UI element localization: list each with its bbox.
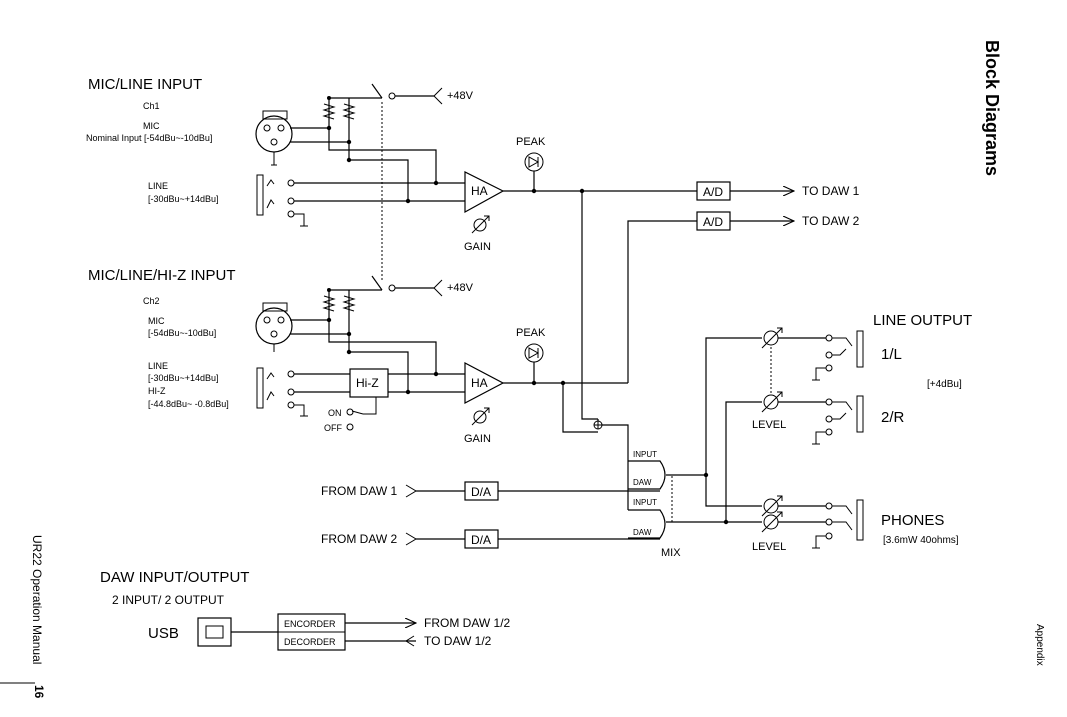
daw-io-section: DAW INPUT/OUTPUT 2 INPUT/ 2 OUTPUT USB E…: [100, 569, 511, 651]
ch1-gain-label: GAIN: [464, 241, 491, 253]
ch1-ha-amp: [464, 171, 505, 214]
ch1-phantom-label: +48V: [447, 90, 474, 102]
mix-input2-label: INPUT: [633, 498, 657, 507]
ch2-peak-led-icon: [524, 343, 544, 363]
ch1-mic-label: MIC: [143, 121, 160, 131]
phones-jack-icon: [812, 499, 864, 549]
ch1-line-range: [-30dBu~+14dBu]: [148, 194, 219, 204]
ch1-line-label: LINE: [148, 181, 168, 191]
ch2-line-jack-icon: [256, 367, 295, 409]
from-daw-label: FROM DAW 1/2: [424, 616, 511, 630]
mix-daw2-label: DAW: [633, 528, 652, 537]
ad1-label: A/D: [703, 185, 723, 199]
page-number: 16: [32, 685, 46, 699]
phones-spec: [3.6mW 40ohms]: [883, 535, 959, 546]
ch2-hiz-on-label: ON: [328, 408, 342, 418]
ch2-channel-label: Ch2: [143, 296, 160, 306]
from-daw1-label: FROM DAW 1: [321, 484, 398, 498]
ch2-phantom-label: +48V: [447, 282, 474, 294]
ch2-heading: MIC/LINE/HI-Z INPUT: [88, 267, 236, 284]
to-daw2-label: TO DAW 2: [802, 214, 860, 228]
mix-daw1-label: DAW: [633, 478, 652, 487]
ch2-peak-label: PEAK: [516, 327, 546, 339]
ch1-peak-label: PEAK: [516, 136, 546, 148]
ch1-mic-range: Nominal Input [-54dBu~-10dBu]: [86, 133, 212, 143]
usb-label: USB: [148, 625, 179, 642]
ch1-xlr-jack-icon: [255, 110, 293, 162]
ch2-hiz-switch: [346, 397, 377, 431]
outputs-section: LINE OUTPUT 1/L [+4dBu] 2/R LEVEL PHONES…: [703, 312, 972, 553]
mix-input1-label: INPUT: [633, 450, 657, 459]
ch2-section: MIC/LINE/HI-Z INPUT Ch2 MIC [-54dBu~-10d…: [88, 267, 628, 445]
ch2-gain-knob-icon: [471, 407, 490, 426]
appendix-label: Appendix: [1034, 624, 1045, 666]
ch2-hiz-range: [-44.8dBu~ -0.8dBu]: [148, 399, 229, 409]
ch2-xlr-jack-icon: [255, 302, 293, 352]
line-out1-jack-icon: [812, 330, 864, 381]
da1-label: D/A: [471, 485, 491, 499]
line-output-level: [+4dBu]: [927, 379, 962, 390]
ch2-hiz-label: HI-Z: [148, 386, 166, 396]
ch2-ha-amp: [464, 362, 505, 404]
usb-port-icon: [197, 617, 232, 647]
manual-title: UR22 Operation Manual: [30, 535, 44, 665]
ch2-hiz-box-label: Hi-Z: [356, 376, 379, 390]
ch2-hiz-box: [349, 368, 389, 398]
section-title: Block Diagrams: [982, 40, 1002, 177]
decoder-label: DECORDER: [284, 637, 336, 647]
ch2-line-label: LINE: [148, 361, 168, 371]
mix-section: INPUT DAW INPUT DAW MIX: [593, 419, 726, 559]
line-out2-label: 2/R: [881, 409, 905, 426]
ch1-heading: MIC/LINE INPUT: [88, 76, 202, 93]
ch2-mic-range: [-54dBu~-10dBu]: [148, 328, 216, 338]
ch1-peak-led-icon: [524, 152, 544, 172]
line-output-heading: LINE OUTPUT: [873, 312, 972, 329]
ch1-channel-label: Ch1: [143, 101, 160, 111]
ad-converters: A/D A/D TO DAW 1 TO DAW 2: [627, 181, 860, 383]
phones-heading: PHONES: [881, 512, 944, 529]
to-daw1-label: TO DAW 1: [802, 184, 860, 198]
mix-label: MIX: [661, 547, 681, 559]
to-daw-label: TO DAW 1/2: [424, 634, 492, 648]
encoder-label: ENCORDER: [284, 619, 336, 629]
daw-io-heading: DAW INPUT/OUTPUT: [100, 569, 249, 586]
ad2-label: A/D: [703, 215, 723, 229]
ch2-hiz-off-label: OFF: [324, 423, 342, 433]
ch1-gain-knob-icon: [471, 215, 490, 234]
daw-io-subheading: 2 INPUT/ 2 OUTPUT: [112, 593, 225, 607]
da-converters: FROM DAW 1 FROM DAW 2 D/A D/A: [321, 481, 660, 549]
line-out2-jack-icon: [812, 395, 864, 445]
ch1-ha-label: HA: [471, 184, 488, 198]
da2-label: D/A: [471, 533, 491, 547]
ch2-line-range: [-30dBu~+14dBu]: [148, 373, 219, 383]
ch1-line-jack-icon: [256, 174, 295, 218]
ch2-mic-label: MIC: [148, 316, 165, 326]
ch2-ha-label: HA: [471, 376, 488, 390]
ch1-section: MIC/LINE INPUT Ch1 MIC Nominal Input [-5…: [86, 76, 697, 420]
line-level-label: LEVEL: [752, 419, 786, 431]
ch2-gain-label: GAIN: [464, 433, 491, 445]
line-out1-label: 1/L: [881, 346, 902, 363]
phones-level-label: LEVEL: [752, 541, 786, 553]
from-daw2-label: FROM DAW 2: [321, 532, 398, 546]
